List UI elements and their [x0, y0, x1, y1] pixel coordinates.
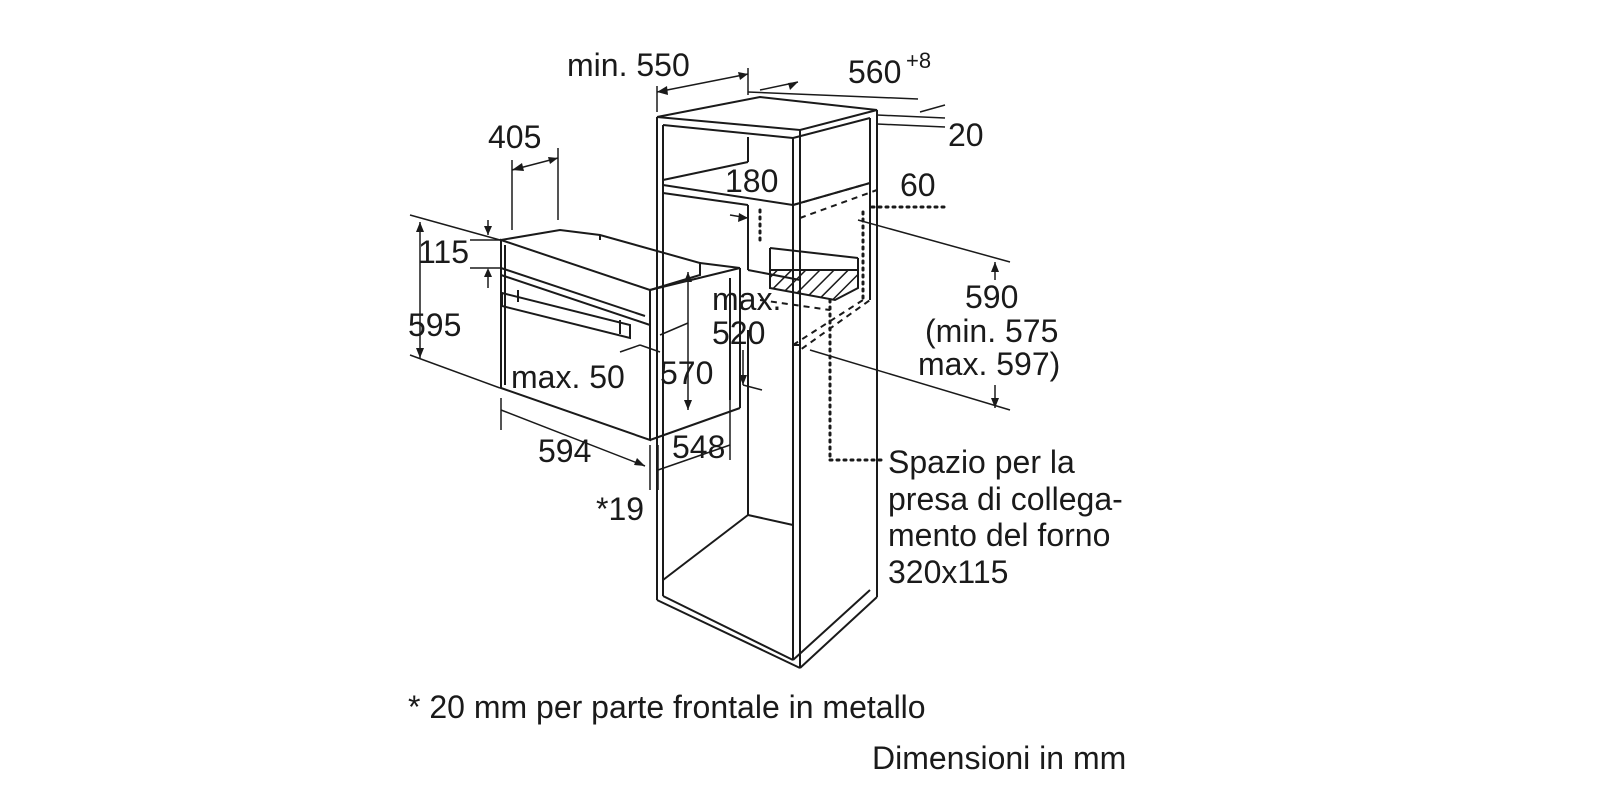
dim-side-gap: 20 — [948, 117, 984, 153]
dim-cabinet-depth: min. 550 — [567, 47, 690, 83]
dim-cabinet-width: 560 — [848, 54, 901, 90]
socket-note-line-3: mento del forno — [888, 517, 1110, 553]
arrowheads — [416, 72, 999, 466]
socket-note-line-1: Spazio per la — [888, 444, 1075, 480]
units-note: Dimensioni in mm — [872, 740, 1126, 776]
dim-oven-width: 594 — [538, 433, 591, 469]
oven — [500, 228, 741, 442]
dimension-lines — [409, 68, 1011, 490]
dim-oven-depth-top: 405 — [488, 119, 541, 155]
cabinet — [656, 95, 947, 669]
socket-note-line-4: 320x115 — [888, 554, 1008, 590]
dim-oven-height: 595 — [408, 307, 461, 343]
dim-oven-body-width: 548 — [672, 429, 725, 465]
dim-niche-height-min: (min. 575 — [925, 313, 1058, 349]
dim-niche-height: 590 — [965, 279, 1018, 315]
dim-max-depth-value: 520 — [712, 315, 765, 351]
dim-front-panel: *19 — [596, 491, 644, 527]
dim-vent-height: 180 — [725, 163, 778, 199]
footnote: * 20 mm per parte frontale in metallo — [408, 689, 926, 725]
dim-max-depth-label: max. — [712, 281, 781, 317]
dim-front-gap: max. 50 — [511, 359, 625, 395]
dim-niche-height-max: max. 597) — [918, 346, 1060, 382]
dim-panel-height: 115 — [418, 234, 469, 270]
dim-oven-body-depth: 570 — [660, 355, 713, 391]
dim-vent-depth: 60 — [900, 167, 936, 203]
dim-cabinet-width-tolerance: +8 — [906, 48, 931, 73]
socket-note-line-2: presa di collega- — [888, 481, 1123, 517]
